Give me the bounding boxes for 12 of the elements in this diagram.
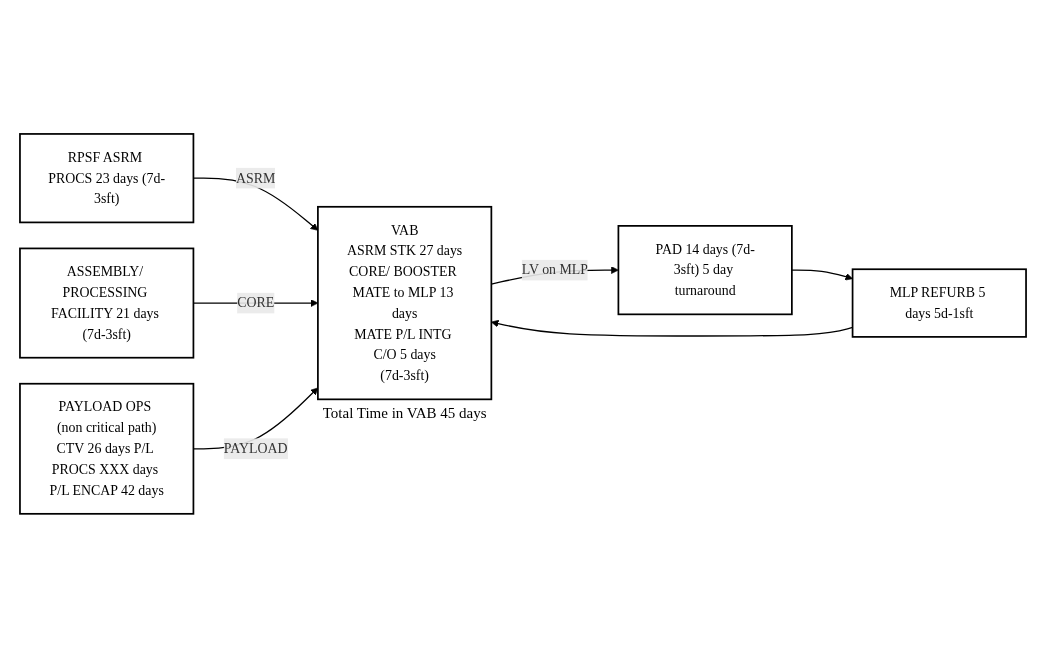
- node-box: VAB ASRM STK 27 days CORE/ BOOSTER MATE to MLP 13 days MATE P/L INTG C/O 5 days (7d-3sft): [317, 206, 493, 401]
- edge-label: ASRM: [235, 170, 276, 186]
- node-box: PAD 14 days (7d-3sft) 5 day turnaround: [617, 225, 793, 316]
- arrow: [791, 269, 853, 281]
- edge-label: LV on MLP: [521, 262, 589, 278]
- node-box: ASSEMBLY/ PROCESSING FACILITY 21 days (7d-3sft): [19, 247, 195, 359]
- node-box: PAYLOAD OPS (non critical path) CTV 26 days P/L PROCS XXX days P/L ENCAP 42 days: [19, 382, 195, 515]
- edge-label: PAYLOAD: [223, 441, 288, 456]
- edge-label: CORE: [237, 295, 275, 311]
- node-box: RPSF ASRM PROCS 23 days (7d-3sft): [19, 133, 195, 224]
- node-box: MLP REFURB 5 days 5d-1sft: [851, 268, 1027, 338]
- node-note: Total Time in VAB 45 days: [321, 405, 488, 423]
